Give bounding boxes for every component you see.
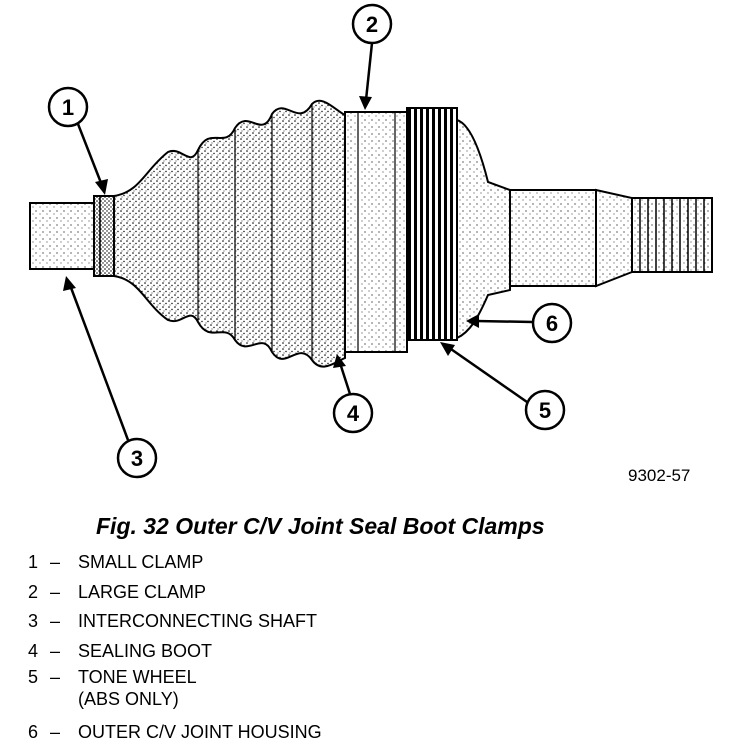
stub-shaft	[509, 188, 713, 288]
callout-4: 4	[332, 354, 374, 434]
cv-joint-illustration: 1 2 3 4 5 6	[29, 3, 713, 479]
legend-number: 6	[28, 722, 39, 742]
outer-cv-joint-housing	[456, 118, 511, 340]
legend-label: SMALL CLAMP	[78, 552, 204, 572]
callout-6: 6	[466, 302, 573, 344]
legend-number: 4	[28, 640, 39, 661]
legend-number: 3	[28, 611, 39, 631]
figure-caption: Fig. 32 Outer C/V Joint Seal Boot Clamps	[96, 513, 545, 539]
legend-number: 2	[28, 581, 39, 602]
legend-dash: –	[50, 552, 61, 572]
svg-text:1: 1	[62, 95, 74, 120]
svg-text:5: 5	[539, 398, 551, 423]
legend-label: SEALING BOOT	[78, 640, 213, 661]
legend-dash: –	[50, 640, 61, 661]
svg-text:6: 6	[546, 311, 558, 336]
svg-text:3: 3	[131, 446, 143, 471]
large-clamp	[344, 111, 408, 353]
tone-wheel	[406, 107, 458, 341]
figure-code: 9302-57	[628, 466, 691, 485]
legend-label: OUTER C/V JOINT HOUSING	[78, 722, 322, 742]
legend-dash: –	[50, 722, 61, 742]
legend-label: LARGE CLAMP	[78, 581, 207, 602]
callout-2: 2	[351, 3, 393, 110]
callout-1: 1	[47, 86, 108, 195]
legend-label: INTERCONNECTING SHAFT	[78, 611, 318, 631]
svg-text:4: 4	[347, 401, 360, 426]
svg-text:2: 2	[366, 12, 378, 37]
callout-3: 3	[63, 276, 158, 479]
legend-dash: –	[50, 611, 61, 631]
legend-label: TONE WHEEL	[78, 667, 197, 687]
small-clamp	[93, 195, 117, 277]
callout-5: 5	[440, 342, 566, 431]
legend-dash: –	[50, 581, 61, 602]
legend-sublabel: (ABS ONLY)	[78, 689, 179, 709]
legend-dash: –	[50, 667, 61, 687]
legend-number: 5	[28, 667, 39, 687]
legend-number: 1	[28, 552, 39, 572]
sealing-boot	[113, 99, 346, 368]
